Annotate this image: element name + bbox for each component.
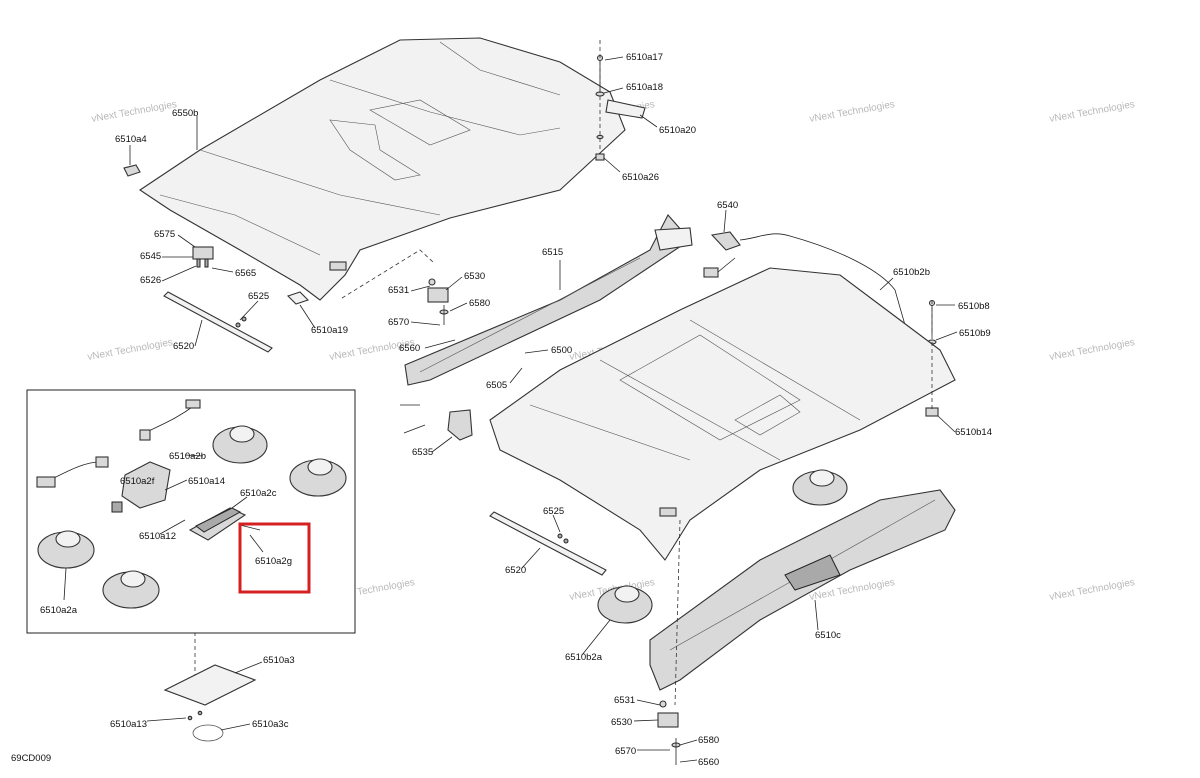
handle-6510a20 — [605, 99, 646, 119]
label-6500: 6500 — [551, 345, 572, 356]
label-6510a19: 6510a19 — [311, 325, 348, 336]
fasteners-6525-lower — [557, 533, 569, 544]
label-6510b2b-harness: 6510b2b — [893, 267, 930, 278]
mounting-plate-6510a3 — [163, 664, 257, 742]
label-6570: 6570 — [388, 317, 409, 328]
harness-6540 — [703, 231, 906, 326]
label-6510a2f: 6510a2f — [120, 476, 155, 487]
rear-roof-panel — [489, 267, 956, 561]
rear-bar-6510c — [649, 489, 956, 691]
label-6575: 6575 — [154, 229, 175, 240]
label-6510b2a: 6510b2a — [565, 652, 603, 663]
highlight-box-6510a2g — [238, 522, 311, 594]
label-6510a26: 6510a26 — [622, 172, 659, 183]
label-6510a18: 6510a18 — [626, 82, 663, 93]
seal-strip-6520-lower — [489, 511, 607, 576]
label-6510b9: 6510b9 — [959, 328, 991, 339]
label-6510a3c: 6510a3c — [252, 719, 289, 730]
drawing-code: 69CD009 — [11, 753, 51, 764]
label-6510a2g: 6510a2g — [255, 556, 292, 567]
crossbar-6515 — [404, 214, 693, 386]
label-6515: 6515 — [542, 247, 563, 258]
watermark: vNext Technologies — [91, 99, 178, 125]
label-6540: 6540 — [717, 200, 738, 211]
watermark: vNext Technologies — [87, 337, 174, 363]
label-6510a20: 6510a20 — [659, 125, 696, 136]
label-6505: 6505 — [486, 380, 507, 391]
label-6580-lower: 6580 — [698, 735, 719, 746]
label-6530-lower: 6530 — [611, 717, 632, 728]
latch-6535 — [447, 409, 473, 441]
label-6510a2b: 6510a2b — [169, 451, 206, 462]
label-6526: 6526 — [140, 275, 161, 286]
fasteners-6525-upper — [235, 316, 247, 328]
label-6531: 6531 — [388, 285, 409, 296]
inset-audio-kit — [26, 389, 356, 634]
label-6510a17: 6510a17 — [626, 52, 663, 63]
watermark: vNext Technologies — [1049, 337, 1136, 363]
label-6510a2c: 6510a2c — [240, 488, 277, 499]
part-labels: 6510a17 6510a18 6510a20 6510a26 6550b 65… — [40, 52, 992, 768]
latch-6530-upper — [427, 278, 449, 325]
label-6520: 6520 — [173, 341, 194, 352]
label-6530: 6530 — [464, 271, 485, 282]
label-6531-lower: 6531 — [614, 695, 635, 706]
label-6510a12: 6510a12 — [139, 531, 176, 542]
speaker-6510b2a — [597, 585, 653, 624]
label-6525-lower: 6525 — [543, 506, 564, 517]
label-6510a4: 6510a4 — [115, 134, 147, 145]
label-6570-lower: 6570 — [615, 746, 636, 757]
clip-6510a4 — [123, 164, 141, 177]
seal-strip-6520-upper — [163, 291, 273, 353]
watermark: vNext Technologies — [809, 99, 896, 125]
label-6510a14: 6510a14 — [188, 476, 225, 487]
label-6510c: 6510c — [815, 630, 841, 641]
label-6525: 6525 — [248, 291, 269, 302]
label-6580: 6580 — [469, 298, 490, 309]
label-6510a13: 6510a13 — [110, 719, 147, 730]
label-6560: 6560 — [399, 343, 420, 354]
leader-lines — [63, 56, 958, 763]
label-6565: 6565 — [235, 268, 256, 279]
label-6510a3: 6510a3 — [263, 655, 295, 666]
label-6520-lower: 6520 — [505, 565, 526, 576]
label-6535: 6535 — [412, 447, 433, 458]
bracket-6575 — [192, 246, 214, 268]
label-6510a2a: 6510a2a — [40, 605, 78, 616]
front-roof-panel — [139, 37, 626, 301]
label-6545: 6545 — [140, 251, 161, 262]
watermark: vNext Technologies — [1049, 577, 1136, 603]
label-6510b14: 6510b14 — [955, 427, 992, 438]
speaker-6510b2b — [792, 469, 848, 506]
label-6550b: 6550b — [172, 108, 198, 119]
label-6560-lower: 6560 — [698, 757, 719, 768]
foam-pad-6510a19 — [286, 291, 310, 305]
label-6510b8: 6510b8 — [958, 301, 990, 312]
watermark: vNext Technologies — [1049, 99, 1136, 125]
latch-6530-lower — [657, 700, 681, 765]
